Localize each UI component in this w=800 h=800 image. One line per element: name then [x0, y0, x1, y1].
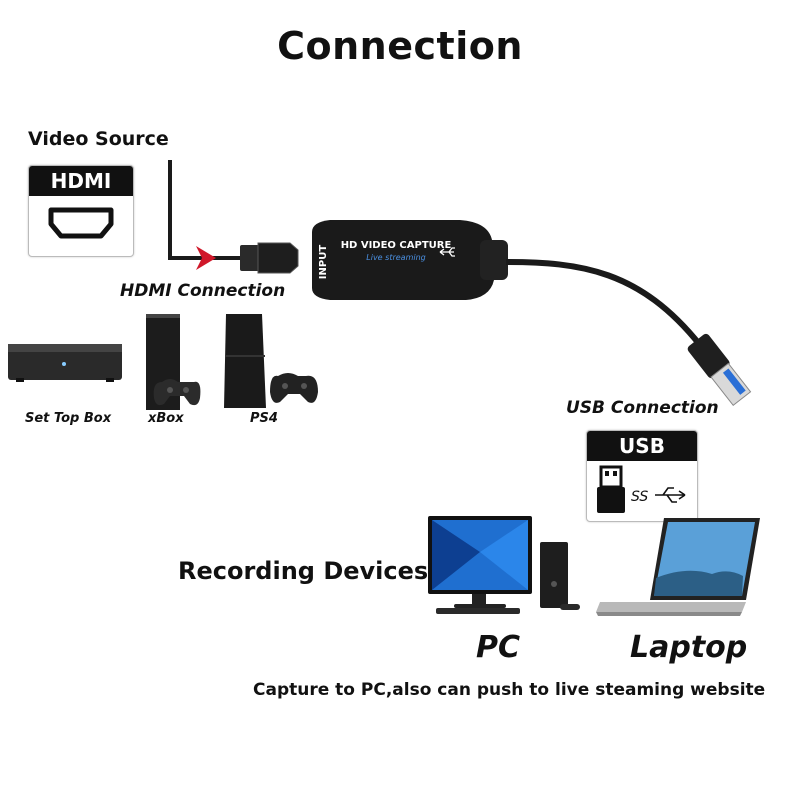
- usb-ss-icon: SS: [597, 465, 686, 513]
- xbox-label: xBox: [148, 411, 184, 426]
- caption-text: Capture to PC,also can push to live stea…: [253, 680, 766, 700]
- hdmi-connection-label: HDMI Connection: [120, 281, 286, 301]
- xbox-image: [146, 314, 201, 410]
- hdmi-port-icon: [48, 207, 114, 239]
- set-top-box-label: Set Top Box: [25, 411, 112, 426]
- video-source-label: Video Source: [28, 128, 169, 150]
- page-title: Connection: [277, 24, 523, 68]
- device-name: HD VIDEO CAPTURE: [341, 240, 452, 251]
- usb-logo-icon: [439, 247, 455, 257]
- recording-devices-label: Recording Devices: [178, 557, 429, 585]
- hdmi-cable: [168, 160, 245, 260]
- laptop-label: Laptop: [630, 630, 748, 665]
- usb-cable: [505, 259, 703, 347]
- ps4-image: [224, 314, 318, 408]
- usb-badge: USB SS: [586, 430, 698, 522]
- laptop-image: [596, 518, 760, 616]
- hdmi-badge-text: HDMI: [29, 166, 133, 196]
- usb-ss-text: SS: [631, 489, 648, 505]
- device-port-label: INPUT: [318, 245, 329, 280]
- pc-label: PC: [476, 630, 521, 665]
- ps4-label: PS4: [250, 411, 278, 426]
- device-subtitle: Live streaming: [366, 253, 425, 262]
- usb-connection-label: USB Connection: [566, 398, 719, 418]
- hdmi-plug-icon: [240, 242, 299, 274]
- hdmi-badge: HDMI: [28, 165, 134, 257]
- usb-plug-icon: [687, 333, 752, 407]
- arrow-right-icon: [196, 246, 216, 270]
- pc-image: [428, 516, 580, 614]
- usb-badge-text: USB: [587, 431, 697, 461]
- capture-device: INPUT HD VIDEO CAPTURE Live streaming: [312, 220, 508, 300]
- set-top-box-image: [8, 344, 122, 382]
